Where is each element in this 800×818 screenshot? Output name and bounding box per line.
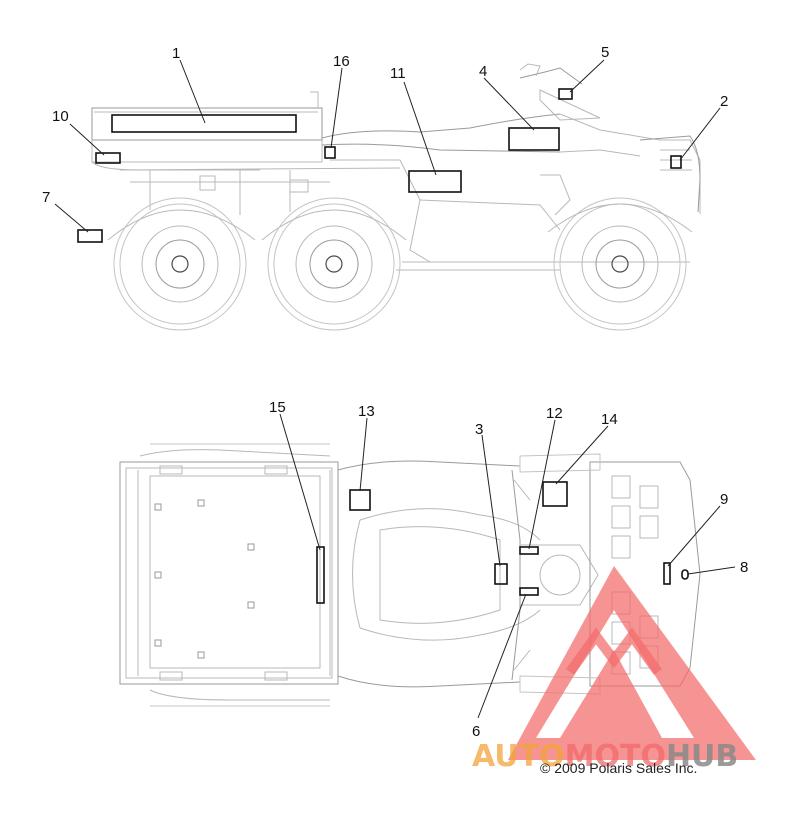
decal-13	[349, 489, 371, 511]
callout-4: 4	[479, 63, 487, 80]
callout-13: 13	[358, 403, 375, 420]
decal-4	[508, 127, 560, 151]
decal-15	[316, 546, 325, 604]
callout-1: 1	[172, 45, 180, 62]
callout-15: 15	[269, 399, 286, 416]
callout-14: 14	[601, 411, 618, 428]
callout-16: 16	[333, 53, 350, 70]
callout-3: 3	[475, 421, 483, 438]
callout-numbers: 1 2 3 4 5 6 7 8 9 10 11 12 13 14 15 16	[42, 44, 748, 740]
decal-1	[111, 114, 297, 133]
decal-3	[494, 563, 508, 585]
decal-8	[681, 569, 689, 580]
decal-16	[324, 146, 336, 159]
svg-text:AUTOMOTOHUB: AUTOMOTOHUB	[472, 739, 738, 774]
watermark-hub: HUB	[666, 739, 738, 774]
copyright-notice: © 2009 Polaris Sales Inc.	[540, 760, 697, 776]
callout-9: 9	[720, 491, 728, 508]
top-decals	[316, 481, 689, 604]
callout-8: 8	[740, 559, 748, 576]
decal-5	[558, 88, 573, 100]
side-decals	[77, 88, 682, 243]
callout-7: 7	[42, 189, 50, 206]
leader-lines	[54, 59, 736, 719]
watermark-moto: MOTO	[565, 739, 666, 774]
callout-6: 6	[472, 723, 480, 740]
callout-12: 12	[546, 405, 563, 422]
side-view	[91, 63, 701, 331]
decal-6	[519, 587, 539, 596]
decal-14	[542, 481, 568, 507]
callout-5: 5	[601, 44, 609, 61]
callout-11: 11	[390, 65, 406, 82]
watermark-auto: AUTO	[472, 739, 565, 774]
top-view	[119, 443, 701, 707]
decal-10	[95, 152, 121, 164]
watermark-logo: AUTOMOTOHUB	[472, 566, 756, 774]
watermark-triangle	[508, 566, 756, 760]
decal-7	[77, 229, 103, 243]
callout-10: 10	[52, 108, 69, 125]
decal-2	[670, 155, 682, 169]
decal-9	[663, 562, 671, 585]
decal-11	[408, 170, 462, 193]
callout-2: 2	[720, 93, 728, 110]
